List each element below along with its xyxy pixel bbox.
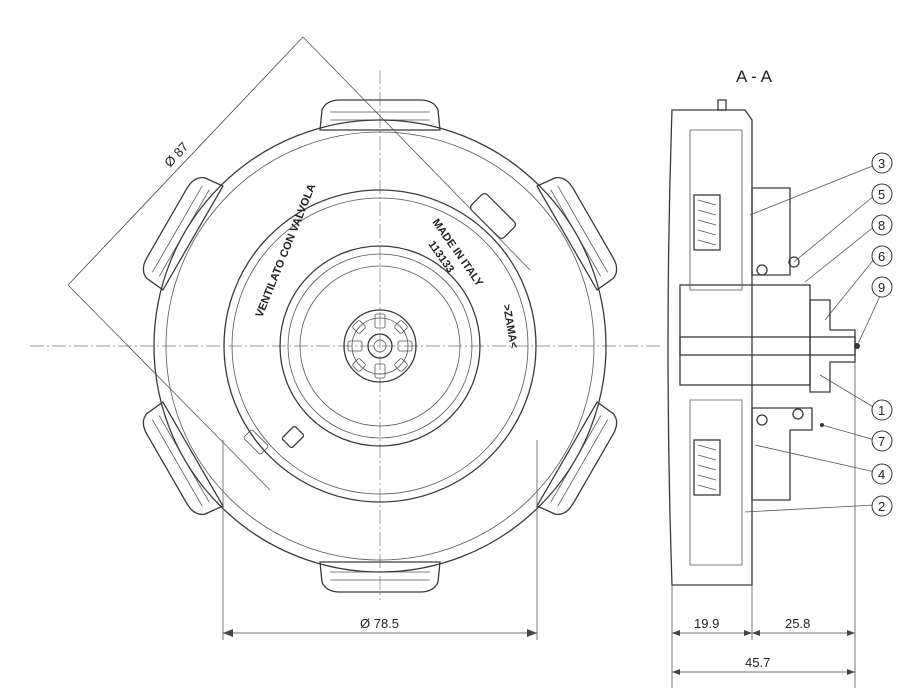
callout-2: 2 [744,495,893,517]
spring-upper [693,194,721,251]
svg-text:9: 9 [878,280,885,295]
callout-1: 1 [819,374,893,421]
front-view: VENTILATO CON VALVOLA MADE IN ITALY 1131… [30,36,660,640]
svg-text:19.9: 19.9 [694,616,719,631]
valve-hub [343,309,417,383]
section-view: A - A [667,67,893,688]
svg-text:4: 4 [878,467,885,482]
dimension-label-inner-diameter: Ø 78.5 [360,616,399,631]
svg-text:7: 7 [878,434,885,449]
svg-text:1: 1 [878,403,885,418]
dimension-left-width: 19.9 [672,616,752,636]
cap-text-ventilato: VENTILATO CON VALVOLA [254,182,319,319]
svg-text:3: 3 [878,156,885,171]
svg-text:45.7: 45.7 [745,655,770,670]
svg-text:5: 5 [878,187,885,202]
section-title: A - A [736,67,773,86]
svg-text:25.8: 25.8 [785,616,810,631]
dimension-right-width: 25.8 [752,616,855,636]
svg-text:6: 6 [878,249,885,264]
cap-text-zama: >ZAMA< [500,303,520,349]
callout-3: 3 [749,152,893,216]
dimension-label-outer-diameter: Ø 87 [161,139,191,170]
dimension-total-width: 45.7 [672,655,855,675]
dimension-inner-diameter: Ø 78.5 [222,440,538,640]
callout-9: 9 [856,276,893,347]
callout-6: 6 [824,245,893,321]
spring-lower [693,439,721,496]
callout-4: 4 [754,444,893,485]
callout-7: 7 [820,423,893,452]
dimension-outer-diameter: Ø 87 [67,36,531,491]
svg-text:2: 2 [878,499,885,514]
callout-5: 5 [793,183,893,263]
callout-8: 8 [804,214,893,283]
svg-text:8: 8 [878,218,885,233]
